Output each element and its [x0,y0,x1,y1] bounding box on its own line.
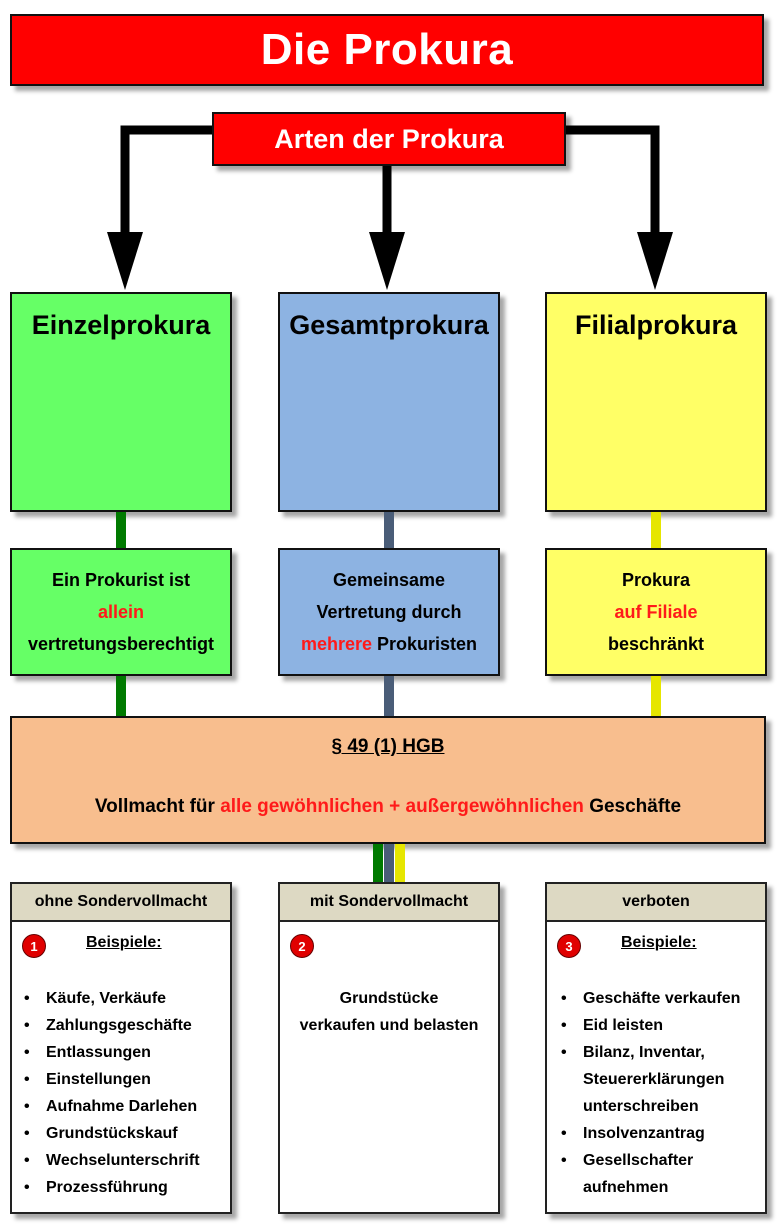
hgb-box: § 49 (1) HGB Vollmacht für alle gewöhnli… [10,716,766,844]
list-item: Insolvenzantrag [561,1120,721,1147]
number-badge-1: 1 [22,934,46,958]
list-item: Wechselunterschrift [24,1147,224,1174]
number-badge-3: 3 [557,934,581,958]
list-item: Prozessführung [24,1174,224,1201]
desc-post: beschränkt [607,634,705,654]
connector [651,676,661,716]
connector [384,844,394,882]
desc-pre: Ein Prokurist ist [51,570,191,590]
hgb-text-post: Geschäfte [589,796,682,817]
beispiele-label: Beispiele: [86,934,162,951]
beispiele-label: Beispiele: [621,934,697,951]
type-name: Filialprokura [574,310,738,340]
desc-pre: Prokura [621,570,691,590]
list-item: Geschäfte verkaufen [561,985,773,1012]
connector [373,844,383,882]
list-item: Käufe, Verkäufe [24,985,224,1012]
desc-post: vertretungsberechtigt [27,634,215,654]
verboten-box: verboten 3 Beispiele: Geschäfte verkaufe… [545,882,767,1214]
list-item: Entlassungen [24,1039,224,1066]
example-list: Geschäfte verkaufen Eid leisten Bilanz, … [561,985,740,1201]
list-item: Grundstückskauf [24,1120,224,1147]
desc-pre-text: Gemeinsame Vertretung durch [316,570,462,622]
page-title: Die Prokura [10,14,764,86]
number-badge-2: 2 [290,934,314,958]
arrows [107,125,673,290]
type-name: Einzelprokura [31,310,211,340]
connector [116,676,126,716]
mit-sondervollmacht-line1: Grundstücke [339,990,439,1007]
box-header: verboten [547,884,765,922]
arten-heading: Arten der Prokura [212,112,566,166]
mit-sondervollmacht-box: mit Sondervollmacht 2 Grundstücke verkau… [278,882,500,1214]
connector [395,844,405,882]
list-item: Gesellschafter aufnehmen [561,1147,703,1201]
type-box-gesamtprokura: Gesamtprokura [278,292,500,512]
arrow-left-line [120,125,212,240]
hgb-text-pre: Vollmacht für [94,796,215,817]
connector [384,512,394,548]
arrow-left-head [107,232,143,290]
connector [651,512,661,548]
hgb-text-highlight: alle gewöhnlichen + außergewöhnlichen [220,796,584,817]
desc-highlight: mehrere [300,634,372,654]
example-list: Käufe, Verkäufe Zahlungsgeschäfte Entlas… [24,985,224,1201]
desc-highlight: allein [97,602,145,622]
list-item: Zahlungsgeschäfte [24,1012,224,1039]
list-item: Bilanz, Inventar, Steuererklärungen unte… [561,1039,724,1120]
arrow-right-line [566,125,660,240]
desc-highlight: auf Filiale [614,602,698,622]
mit-sondervollmacht-line2: verkaufen und belasten [299,1017,479,1034]
desc-post: Prokuristen [377,634,478,654]
desc-line3: mehrere Prokuristen [301,628,477,660]
box-header: ohne Sondervollmacht [12,884,230,922]
arrow-right-head [637,232,673,290]
type-box-filialprokura: Filialprokura [545,292,767,512]
hgb-text: Vollmacht für alle gewöhnlichen + außerg… [12,796,764,818]
connector [116,512,126,548]
connector [384,676,394,716]
desc-box-filialprokura: Prokura auf Filiale beschränkt [545,548,767,676]
type-box-einzelprokura: Einzelprokura [10,292,232,512]
list-item: Eid leisten [561,1012,721,1039]
list-item: Einstellungen [24,1066,224,1093]
desc-box-einzelprokura: Ein Prokurist ist allein vertretungsbere… [10,548,232,676]
desc-pre: Gemeinsame Vertretung durch [304,564,474,628]
arrow-middle-head [369,232,405,290]
ohne-sondervollmacht-box: ohne Sondervollmacht 1 Beispiele: Käufe,… [10,882,232,1214]
desc-box-gesamtprokura: Gemeinsame Vertretung durch mehrere Prok… [278,548,500,676]
box-header: mit Sondervollmacht [280,884,498,922]
type-name: Gesamtprokura [289,310,489,340]
list-item: Aufnahme Darlehen [24,1093,224,1120]
hgb-reference: § 49 (1) HGB [331,736,445,757]
